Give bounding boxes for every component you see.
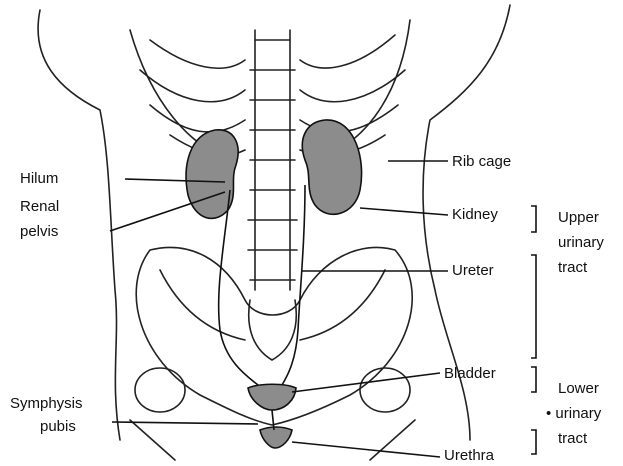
label-ureter: Ureter	[452, 262, 494, 280]
label-upper-2: urinary	[558, 234, 604, 252]
label-hilum: Hilum	[20, 170, 58, 188]
leader-kidney	[360, 208, 448, 215]
label-pelvis: pelvis	[20, 223, 58, 241]
label-bladder: Bladder	[444, 365, 496, 383]
label-pubis: pubis	[40, 418, 76, 436]
label-symphysis: Symphysis	[10, 395, 83, 413]
right-ureter	[282, 185, 305, 385]
rib-cage-outline	[130, 20, 410, 160]
urethra-bracket	[531, 430, 536, 454]
label-kidney: Kidney	[452, 206, 498, 224]
label-lower-2: • urinary	[546, 405, 601, 423]
label-lower-3: tract	[558, 430, 587, 448]
upper-tract-bracket-short	[531, 206, 536, 232]
right-kidney	[302, 120, 361, 214]
label-urethra: Urethra	[444, 447, 494, 465]
urethra	[260, 427, 292, 448]
label-rib-cage: Rib cage	[452, 153, 511, 171]
label-renal: Renal	[20, 198, 59, 216]
label-upper-1: Upper	[558, 209, 599, 227]
label-upper-3: tract	[558, 259, 587, 277]
bladder	[248, 384, 296, 410]
lower-tract-bracket	[531, 367, 536, 392]
label-lower-1: Lower	[558, 380, 599, 398]
left-kidney	[186, 130, 238, 219]
leader-urethra	[292, 442, 440, 457]
upper-tract-bracket-long	[531, 255, 536, 358]
